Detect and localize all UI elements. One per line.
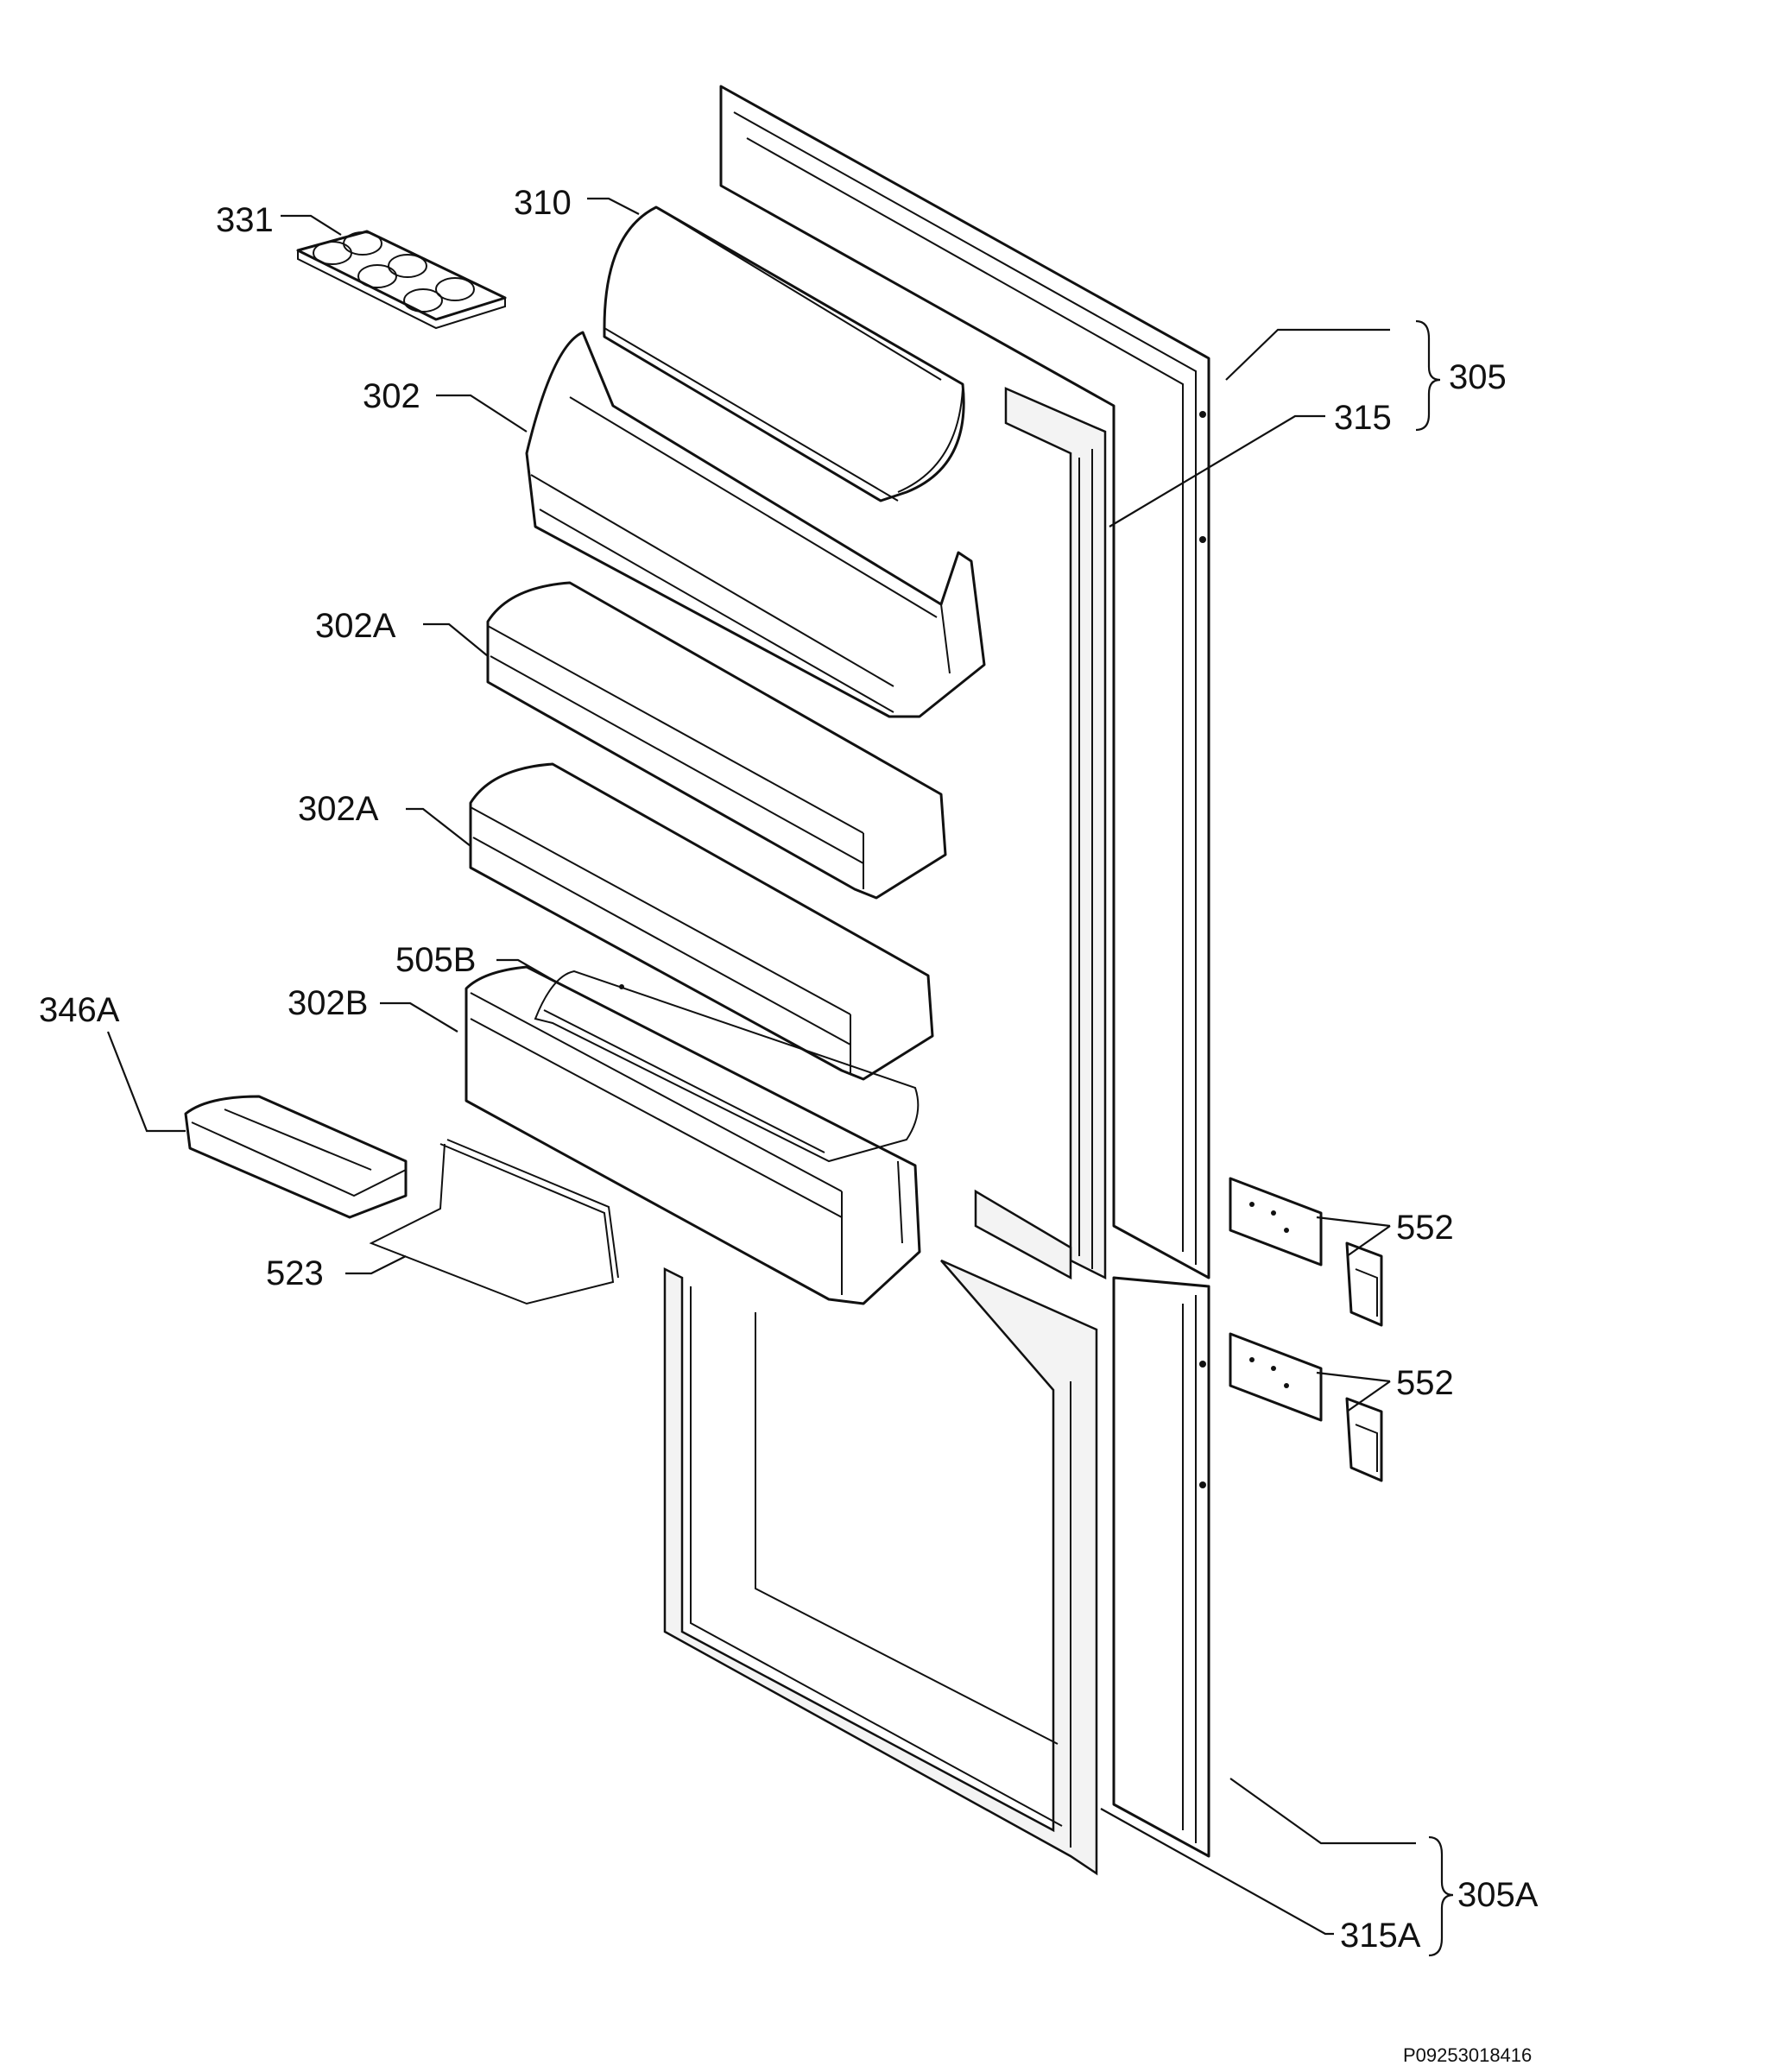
door-balcony xyxy=(525,331,986,718)
wire-retainer xyxy=(369,1139,619,1305)
label-302a-upper: 302A xyxy=(315,607,396,645)
part-labels: 331 310 302 302A 302A 505B 302B 346A 523… xyxy=(39,184,1539,1955)
door-panel xyxy=(719,85,1210,1858)
egg-tray xyxy=(296,230,507,330)
door-shelf-lower xyxy=(469,762,934,1081)
dairy-compartment-flap xyxy=(603,205,965,502)
label-302: 302 xyxy=(363,377,420,415)
label-305a: 305A xyxy=(1457,1876,1539,1914)
label-315a: 315A xyxy=(1340,1917,1421,1955)
bottle-guard xyxy=(534,970,920,1163)
label-302b: 302B xyxy=(288,984,368,1022)
label-552-lower: 552 xyxy=(1396,1364,1454,1402)
label-302a-lower: 302A xyxy=(298,790,379,828)
hinge-lower xyxy=(1229,1332,1383,1482)
hinge-upper xyxy=(1229,1177,1383,1327)
leader-lines xyxy=(106,197,1454,1957)
door-shelf-upper xyxy=(486,581,947,900)
label-331: 331 xyxy=(216,201,274,239)
label-552-upper: 552 xyxy=(1396,1209,1454,1247)
label-305: 305 xyxy=(1449,358,1507,396)
lower-door-gasket xyxy=(663,1259,1098,1876)
label-505b: 505B xyxy=(395,941,476,979)
label-523: 523 xyxy=(266,1254,324,1292)
drawing-code: P09253018416 xyxy=(1403,2044,1532,2066)
upper-door-gasket xyxy=(974,387,1107,1280)
butter-dish xyxy=(184,1095,408,1219)
label-346a: 346A xyxy=(39,991,120,1029)
label-310: 310 xyxy=(514,184,572,222)
bottle-shelf xyxy=(465,965,921,1305)
label-315: 315 xyxy=(1334,399,1392,437)
